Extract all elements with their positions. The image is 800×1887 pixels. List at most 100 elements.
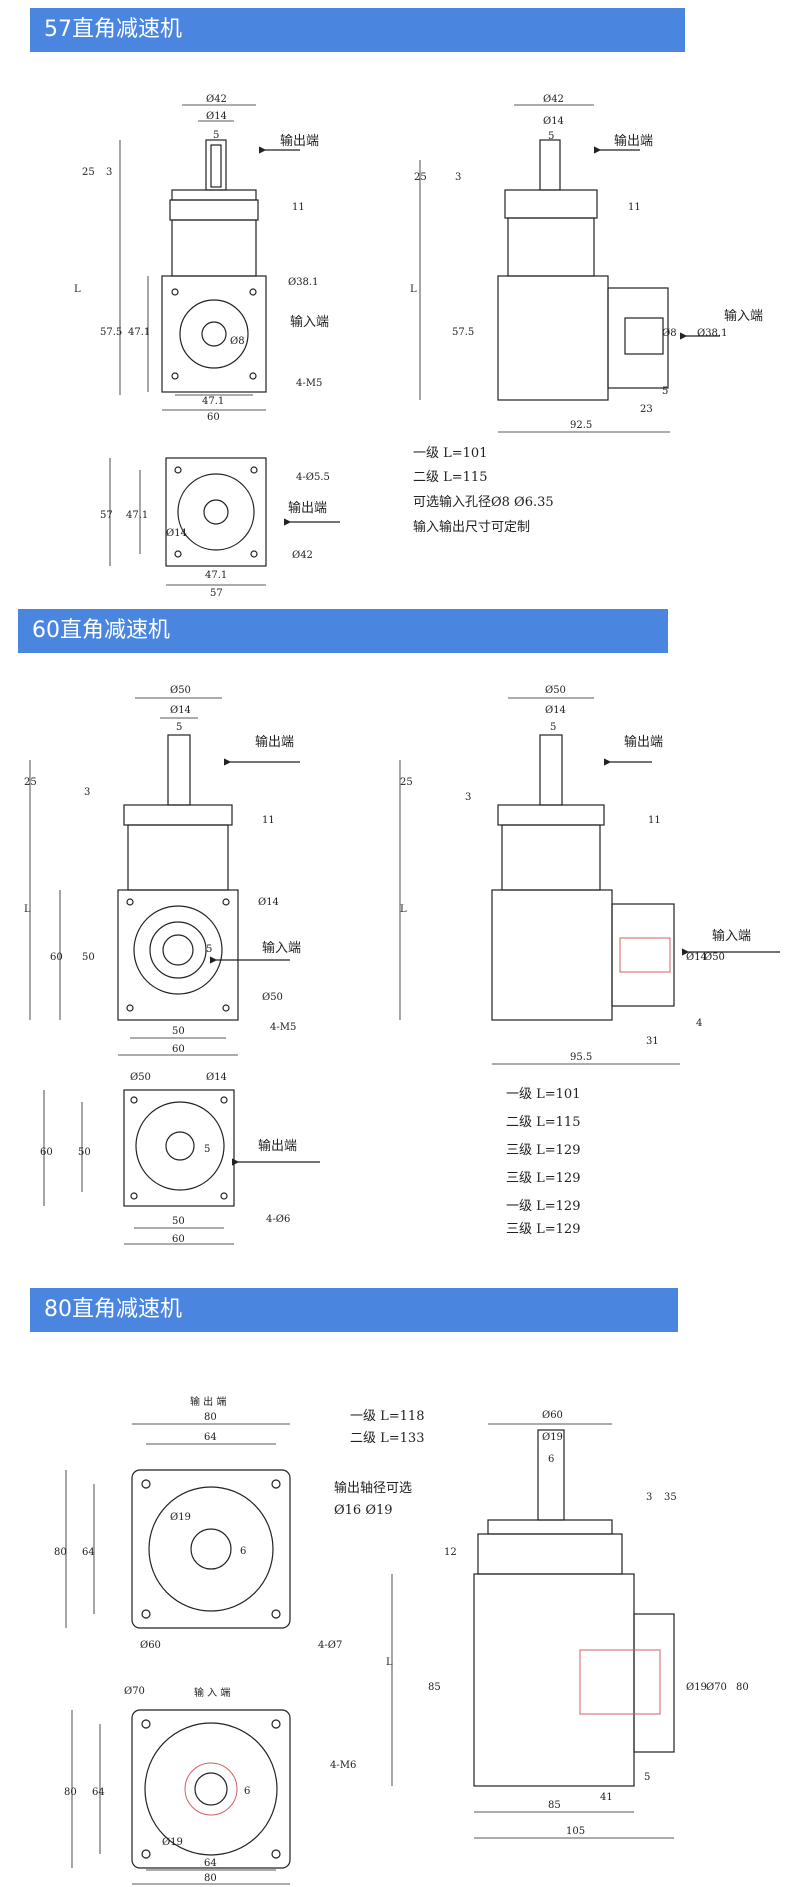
view-57-flange: 57 47.1 4-Ø5.5 输出端 Ø14 Ø42 47.1 57 (100, 457, 340, 599)
dim-80s-d70: Ø70 (706, 1682, 727, 1693)
dim-60f-d50: Ø50 (130, 1072, 151, 1083)
dim-60-m5: 4-M5 (270, 1022, 296, 1033)
label-57-input: 输入端 (290, 314, 329, 330)
dim-60-d50b: Ø50 (262, 992, 283, 1003)
note-80-2: 输出轴径可选 (334, 1480, 412, 1496)
dim-57-k5: 5 (213, 130, 219, 141)
dim-57-575: 57.5 (100, 327, 122, 338)
dim-60s-L: L (400, 904, 407, 915)
dim-57s-11: 11 (628, 202, 641, 213)
dim-80-k6: 6 (240, 1546, 246, 1557)
dim-80s-41: 41 (600, 1792, 613, 1803)
dim-57-11: 11 (292, 202, 305, 213)
dim-80-h80: 80 (54, 1547, 67, 1558)
dim-80-d19: Ø19 (170, 1512, 191, 1523)
dim-57f-d42: Ø42 (292, 550, 313, 561)
dim-60s-3: 3 (465, 792, 471, 803)
dim-57f-471: 47.1 (126, 510, 148, 521)
dim-80s-105: 105 (566, 1826, 585, 1837)
dim-60f-h50: 50 (78, 1147, 91, 1158)
dim-60s-d14: Ø14 (545, 705, 566, 716)
notes-60: 一级 L=101 二级 L=115 三级 L=129 三级 L=129 一级 L… (506, 1087, 580, 1237)
view-80-output-flange: 输 出 端 80 64 80 64 Ø19 6 Ø60 4-Ø7 (54, 1395, 342, 1651)
label-80-output: 输 出 端 (190, 1395, 226, 1408)
dim-57-471: 47.1 (128, 327, 150, 338)
view-57-side: Ø42 Ø14 5 输出端 输入端 25 3 11 L 57.5 Ø8 Ø38.… (410, 94, 763, 433)
dim-80s-80: 80 (736, 1682, 749, 1693)
dim-80-w80: 80 (204, 1412, 217, 1423)
dim-57f-w57: 57 (210, 588, 223, 599)
dim-80s-L: L (386, 1657, 393, 1668)
dim-80-d19b: Ø19 (162, 1837, 183, 1848)
dim-57f-57: 57 (100, 510, 113, 521)
dim-60-d14: Ø14 (170, 705, 191, 716)
label-60s-output: 输出端 (624, 734, 663, 750)
note-80-1: 二级 L=133 (350, 1431, 424, 1446)
notes-80: 一级 L=118 二级 L=133 输出轴径可选 Ø16 Ø19 (334, 1409, 424, 1518)
dim-60-3: 3 (84, 787, 90, 798)
section-title-57: 57直角减速机 (30, 8, 685, 52)
dim-57s-925: 92.5 (570, 420, 592, 431)
dim-57f-d14: Ø14 (166, 528, 187, 539)
dim-80s-12: 12 (444, 1547, 457, 1558)
dim-57s-d38: Ø38.1 (697, 328, 727, 339)
dim-60-k5b: 5 (206, 944, 212, 955)
dim-80s-85: 85 (428, 1682, 441, 1693)
dim-80-d7: 4-Ø7 (318, 1640, 342, 1651)
note-57-1: 二级 L=115 (413, 470, 487, 485)
dim-60s-d50: Ø50 (545, 685, 566, 696)
dim-57s-d42: Ø42 (543, 94, 564, 105)
dim-60f-k5: 5 (204, 1144, 210, 1155)
dim-60s-11: 11 (648, 815, 661, 826)
view-60-front: Ø50 Ø14 5 输出端 25 3 11 L 60 50 Ø14 5 输入端 … (24, 685, 301, 1056)
note-60-3: 三级 L=129 (506, 1171, 580, 1186)
note-57-3: 输入输出尺寸可定制 (413, 519, 530, 535)
view-80-input-flange: 输 入 端 Ø70 80 64 Ø19 6 4-M6 64 80 (64, 1686, 356, 1885)
dim-60-k5: 5 (176, 722, 182, 733)
dim-80s-35: 35 (664, 1492, 677, 1503)
dim-80s-6: 6 (548, 1454, 554, 1465)
dim-60s-d50: Ø50 (704, 952, 725, 963)
dim-60-w60: 60 (172, 1044, 185, 1055)
dim-57-w471: 47.1 (202, 396, 224, 407)
dim-60-11: 11 (262, 815, 275, 826)
dim-60f-w50: 50 (172, 1216, 185, 1227)
dim-60s-4: 4 (696, 1018, 702, 1029)
section-60-drawings: Ø50 Ø14 5 输出端 25 3 11 L 60 50 Ø14 5 输入端 … (24, 685, 780, 1245)
label-60-output: 输出端 (255, 734, 294, 750)
view-80-side: Ø60 Ø19 6 3 35 12 L 85 Ø19 Ø70 80 5 41 8… (386, 1410, 749, 1839)
dim-60-d14b: Ø14 (258, 897, 279, 908)
dim-60-h50: 50 (82, 952, 95, 963)
dim-80s-85b: 85 (548, 1800, 561, 1811)
view-60-side: Ø50 Ø14 5 输出端 输入端 25 3 11 L Ø14 Ø50 4 31… (399, 685, 780, 1065)
dim-57s-575: 57.5 (452, 327, 474, 338)
dim-57s-d8: Ø8 (662, 328, 677, 339)
dim-57-d8: Ø8 (230, 336, 245, 347)
dim-60-d50: Ø50 (170, 685, 191, 696)
dim-80s-3: 3 (646, 1492, 652, 1503)
label-80-input: 输 入 端 (194, 1686, 230, 1699)
dim-60-w50: 50 (172, 1026, 185, 1037)
dim-57-w60: 60 (207, 412, 220, 423)
section-title-60: 60直角减速机 (18, 609, 668, 653)
dim-57f-w471: 47.1 (205, 570, 227, 581)
label-57f-output: 输出端 (288, 500, 327, 516)
dim-57-d38: Ø38.1 (288, 277, 318, 288)
note-60-4: 一级 L=129 (506, 1199, 580, 1214)
section-80-drawings: 输 出 端 80 64 80 64 Ø19 6 Ø60 4-Ø7 输 入 端 Ø… (54, 1395, 749, 1885)
label-57s-input: 输入端 (724, 308, 763, 324)
dim-57-d42: Ø42 (206, 94, 227, 105)
dim-57-d14: Ø14 (206, 111, 227, 122)
dim-60s-25: 25 (400, 777, 413, 788)
dim-80-d70: Ø70 (124, 1686, 145, 1697)
dim-80s-d19: Ø19 (542, 1432, 563, 1443)
label-60f-output: 输出端 (258, 1138, 297, 1154)
notes-57: 一级 L=101 二级 L=115 可选输入孔径Ø8 Ø6.35 输入输出尺寸可… (413, 446, 554, 535)
dim-80s-d19b: Ø19 (686, 1682, 707, 1693)
dim-60s-d14: Ø14 (686, 952, 707, 963)
note-60-2: 三级 L=129 (506, 1143, 580, 1158)
dim-80-d60: Ø60 (140, 1640, 161, 1651)
dim-60s-955: 95.5 (570, 1052, 592, 1063)
dim-80-w80b: 80 (204, 1873, 217, 1884)
dim-60f-d14: Ø14 (206, 1072, 227, 1083)
